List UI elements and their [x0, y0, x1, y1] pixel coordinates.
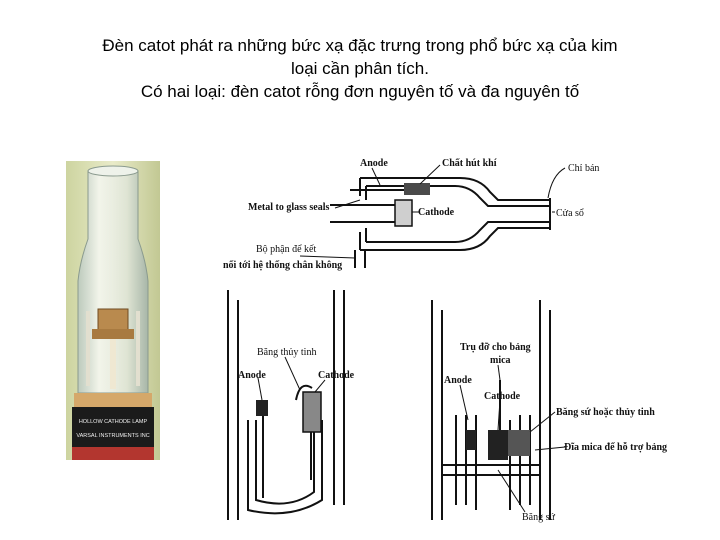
- label-left-cathode: Cathode: [318, 370, 355, 381]
- label-metal-seals: Metal to glass seals: [248, 202, 329, 213]
- label-right-cathode: Cathode: [484, 391, 521, 402]
- lamp-band-text-1: HOLLOW CATHODE LAMP: [79, 419, 148, 425]
- label-left-glass-tape: Băng thủy tinh: [257, 347, 316, 358]
- label-ceramic-glass: Băng sứ hoặc thủy tinh: [556, 407, 655, 418]
- label-glass-body: Chỉ bán: [568, 163, 599, 174]
- label-right-anode: Anode: [444, 375, 472, 386]
- title-line-1: Đèn catot phát ra những bức xạ đặc trưng…: [102, 36, 618, 55]
- diagram-components: [256, 183, 530, 460]
- hollow-cathode-lamp-photo: HOLLOW CATHODE LAMP VARSAL INSTRUMENTS I…: [66, 161, 160, 460]
- label-support-2: mica: [490, 355, 511, 366]
- title-line-2: loại cần phân tích.: [291, 59, 429, 78]
- left-lamp-diagram: [227, 290, 345, 520]
- lamp-band-text-2: VARSAL INSTRUMENTS INC: [76, 433, 149, 439]
- label-mica-disk: Đĩa mica để hỗ trợ bảng: [564, 442, 667, 453]
- title-line-3: Có hai loại: đèn catot rỗng đơn nguyên t…: [140, 82, 580, 101]
- label-window: Cửa sổ: [556, 208, 584, 219]
- label-vacuum-2: nối tới hệ thống chân không: [223, 260, 342, 271]
- label-ceramic: Băng sứ: [522, 512, 556, 523]
- leader-lines: [257, 164, 566, 513]
- right-lamp-diagram: [431, 300, 551, 520]
- label-top-cathode: Cathode: [418, 207, 455, 218]
- label-vacuum-1: Bộ phận để kết: [256, 244, 316, 255]
- label-support-1: Trụ đỡ cho bảng: [460, 342, 531, 353]
- label-getter: Chất hút khí: [442, 158, 497, 169]
- label-left-anode: Anode: [238, 370, 266, 381]
- slide-title: Đèn catot phát ra những bức xạ đặc trưng…: [20, 34, 700, 103]
- label-top-anode: Anode: [360, 158, 388, 169]
- top-lamp-diagram: [330, 177, 551, 268]
